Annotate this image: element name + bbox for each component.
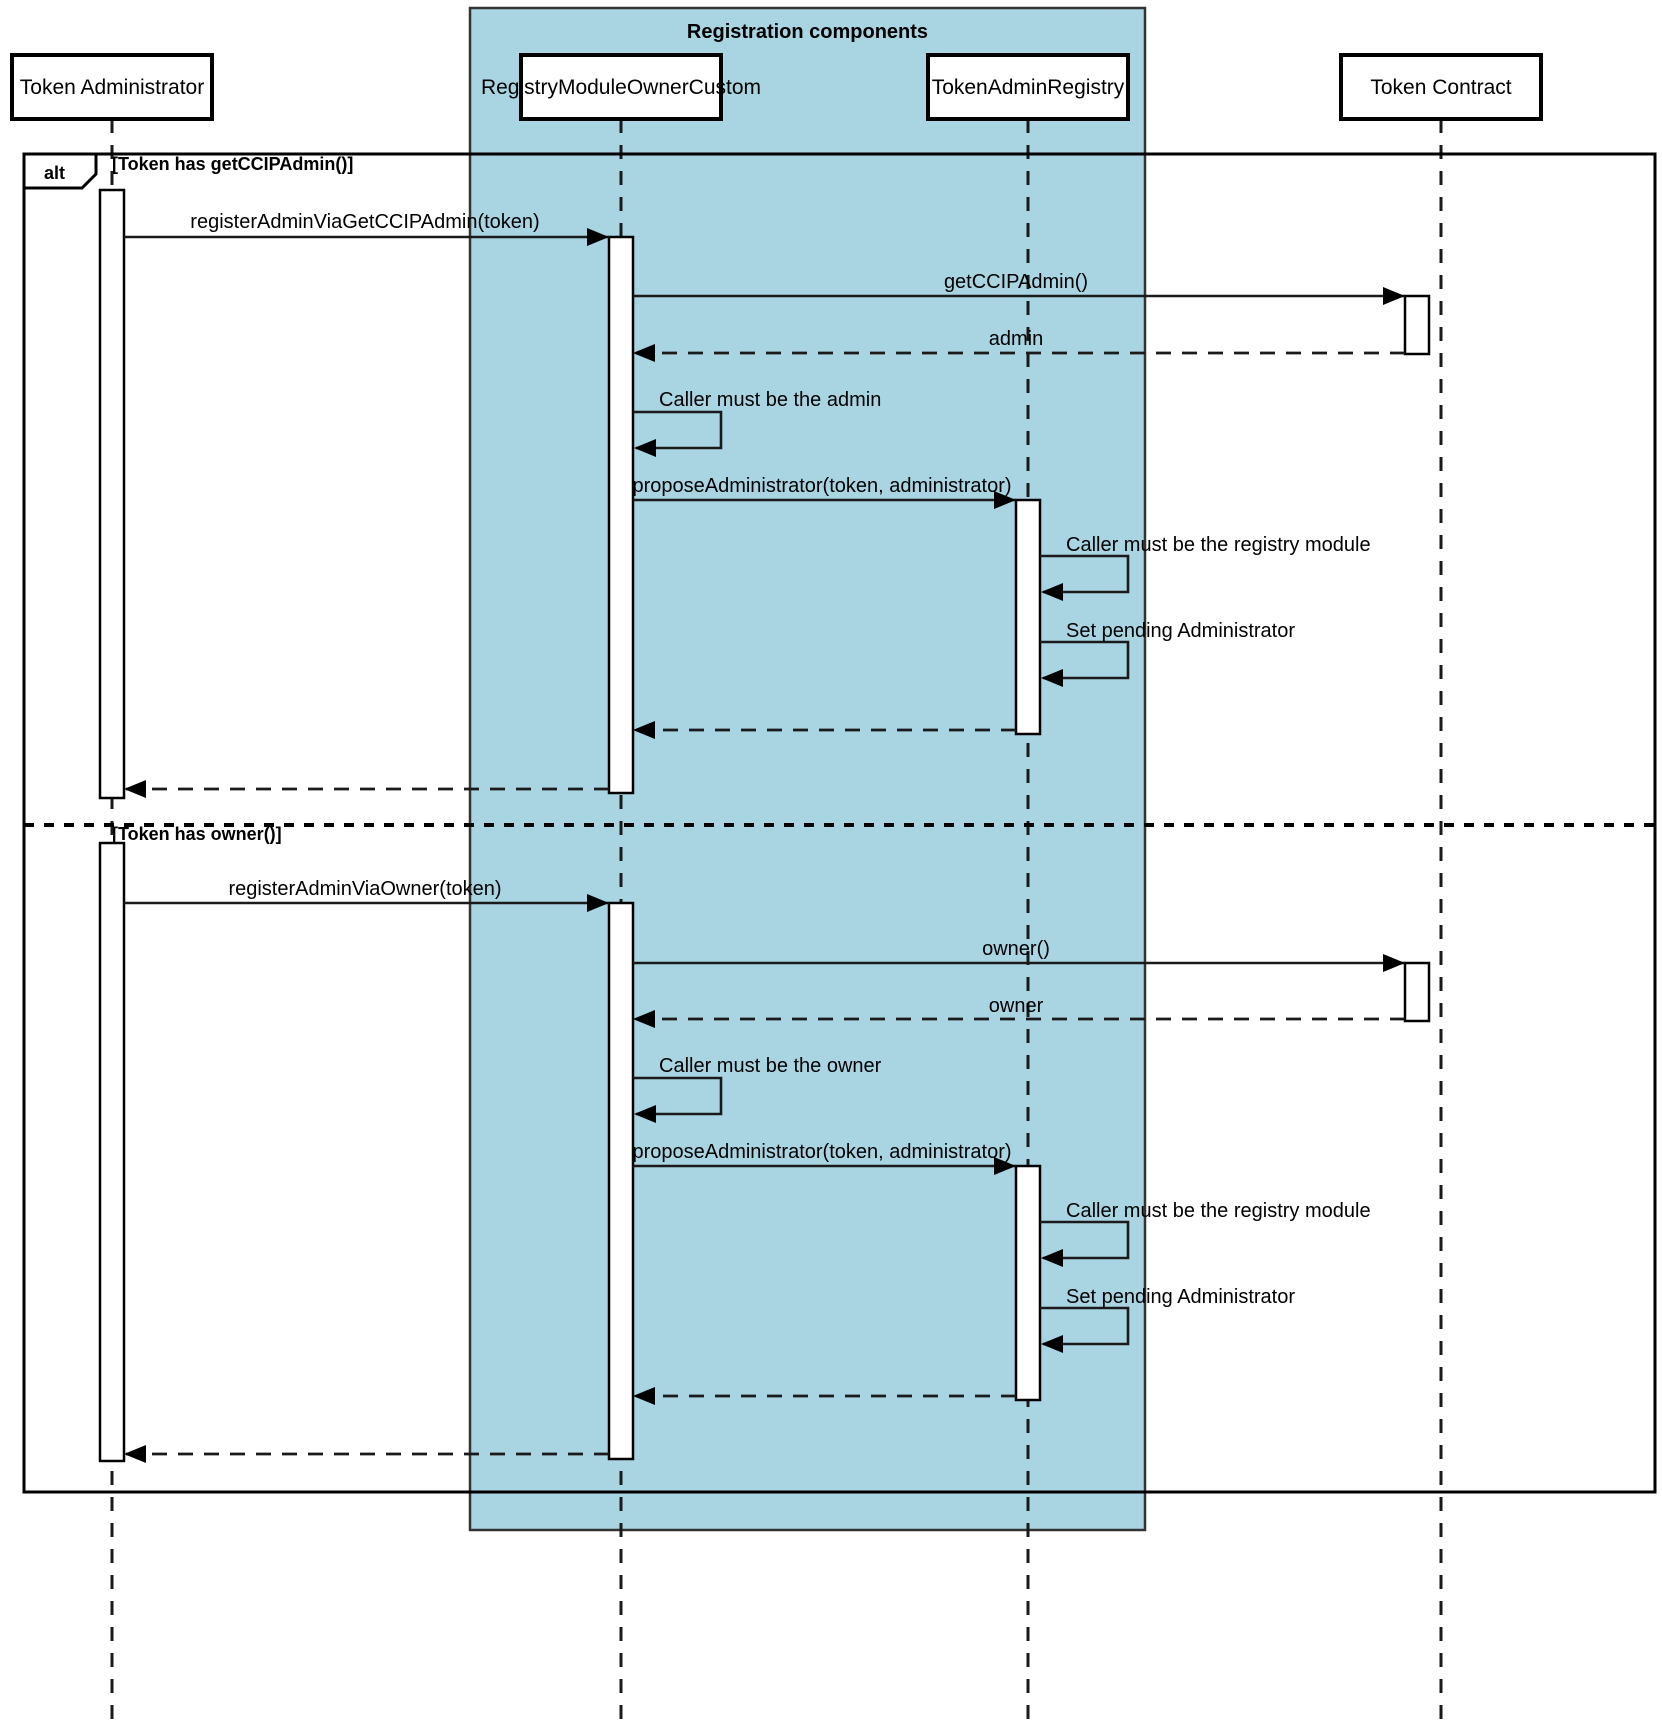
message-label-m13: Caller must be the owner [659, 1055, 882, 1077]
arrowhead-m12 [633, 1010, 655, 1028]
participant-token_admin_registry[interactable]: TokenAdminRegistry [926, 53, 1130, 121]
participant-box-admin[interactable] [10, 53, 214, 121]
message-label-m10: registerAdminViaOwner(token) [228, 878, 501, 900]
alt-frame-operator-label: alt [44, 163, 65, 183]
alt-frame-guards: [Token has getCCIPAdmin()] [Token has own… [112, 154, 353, 844]
message-label-m5: proposeAdministrator(token, administrato… [632, 475, 1011, 497]
message-m12: owner [633, 995, 1405, 1028]
activation-bar-token_contract-7 [1403, 961, 1431, 1023]
message-m6: Caller must be the registry module [1040, 534, 1371, 601]
message-m3: admin [633, 328, 1405, 362]
arrowhead-m15 [1041, 1249, 1063, 1267]
arrowhead-m11 [1383, 954, 1405, 972]
message-label-m3: admin [989, 328, 1043, 350]
arrowhead-m18 [124, 1445, 146, 1463]
activation-bar-registry_module-1 [607, 235, 635, 795]
message-label-m12: owner [989, 995, 1044, 1017]
message-m10: registerAdminViaOwner(token) [124, 878, 609, 912]
arrowhead-m16 [1041, 1335, 1063, 1353]
message-label-m16: Set pending Administrator [1066, 1286, 1295, 1308]
message-m11: owner() [633, 938, 1405, 972]
activation-bar-token_contract-3 [1403, 294, 1431, 356]
self-call-path-m16 [1040, 1306, 1130, 1346]
self-call-path-m7 [1040, 640, 1130, 680]
arrowhead-m10 [587, 894, 609, 912]
message-m1: registerAdminViaGetCCIPAdmin(token) [124, 211, 609, 246]
participant-admin[interactable]: Token Administrator [10, 53, 214, 121]
message-label-m14: proposeAdministrator(token, administrato… [632, 1141, 1011, 1163]
arrowhead-m13 [634, 1105, 656, 1123]
message-m7: Set pending Administrator [1040, 620, 1295, 687]
participant-box-token_admin_registry[interactable] [926, 53, 1130, 121]
self-call-path-m4 [633, 410, 723, 450]
message-label-m15: Caller must be the registry module [1066, 1200, 1371, 1222]
self-call-path-m15 [1040, 1220, 1130, 1260]
activation-bar-admin-0 [98, 188, 126, 800]
message-m2: getCCIPAdmin() [633, 271, 1405, 305]
arrowhead-m5 [994, 491, 1016, 509]
participant-token_contract[interactable]: Token Contract [1339, 53, 1543, 121]
message-label-m11: owner() [982, 938, 1050, 960]
message-m16: Set pending Administrator [1040, 1286, 1295, 1353]
arrowhead-m7 [1041, 669, 1063, 687]
self-call-path-m13 [633, 1076, 723, 1116]
message-m5: proposeAdministrator(token, administrato… [632, 475, 1016, 509]
activation-bar-admin-4 [98, 841, 126, 1463]
message-m18 [124, 1445, 609, 1463]
alt-frame-tab [22, 152, 98, 190]
activation-bar-token_admin_registry-6 [1014, 1164, 1042, 1402]
message-label-m6: Caller must be the registry module [1066, 534, 1371, 556]
activation-bar-token_admin_registry-2 [1014, 498, 1042, 736]
participant-label-registry_module: RegistryModuleOwnerCustom [481, 76, 761, 99]
arrowhead-m17 [633, 1387, 655, 1405]
alt-guard-1: [Token has owner()] [112, 824, 282, 844]
participant-label-token_admin_registry: TokenAdminRegistry [932, 76, 1125, 99]
message-m15: Caller must be the registry module [1040, 1200, 1371, 1267]
participant-boxes-layer: Token Administrator RegistryModuleOwnerCu… [10, 53, 1543, 121]
message-m13: Caller must be the owner [633, 1055, 882, 1123]
participant-label-admin: Token Administrator [20, 76, 204, 99]
arrowhead-m1 [587, 228, 609, 246]
activation-bars-layer [98, 188, 1431, 1463]
arrowhead-m3 [633, 344, 655, 362]
self-call-path-m6 [1040, 554, 1130, 594]
participant-box-token_contract[interactable] [1339, 53, 1543, 121]
arrowhead-m9 [124, 780, 146, 798]
message-label-m1: registerAdminViaGetCCIPAdmin(token) [190, 211, 539, 233]
message-m9 [124, 780, 609, 798]
message-label-m4: Caller must be the admin [659, 389, 881, 411]
messages-layer: registerAdminViaGetCCIPAdmin(token) getCC… [124, 211, 1405, 1463]
group-registration-components: Registration components [468, 6, 1147, 1532]
group-box-title: Registration components [687, 21, 928, 43]
message-label-m2: getCCIPAdmin() [944, 271, 1088, 293]
message-m14: proposeAdministrator(token, administrato… [632, 1141, 1016, 1175]
arrowhead-m4 [634, 439, 656, 457]
arrowhead-m14 [994, 1157, 1016, 1175]
activation-bar-registry_module-5 [607, 901, 635, 1461]
message-m4: Caller must be the admin [633, 389, 881, 457]
participant-label-token_contract: Token Contract [1370, 76, 1511, 99]
message-label-m7: Set pending Administrator [1066, 620, 1295, 642]
participant-box-registry_module[interactable] [519, 53, 723, 121]
message-m8 [633, 721, 1016, 739]
arrowhead-m6 [1041, 583, 1063, 601]
message-m17 [633, 1387, 1016, 1405]
alt-guard-0: [Token has getCCIPAdmin()] [112, 154, 353, 174]
alt-frame: alt [Token has getCCIPAdmin()][Token has… [22, 152, 1657, 1494]
arrowhead-m8 [633, 721, 655, 739]
arrowhead-m2 [1383, 287, 1405, 305]
participant-registry_module[interactable]: RegistryModuleOwnerCustom [481, 53, 761, 121]
